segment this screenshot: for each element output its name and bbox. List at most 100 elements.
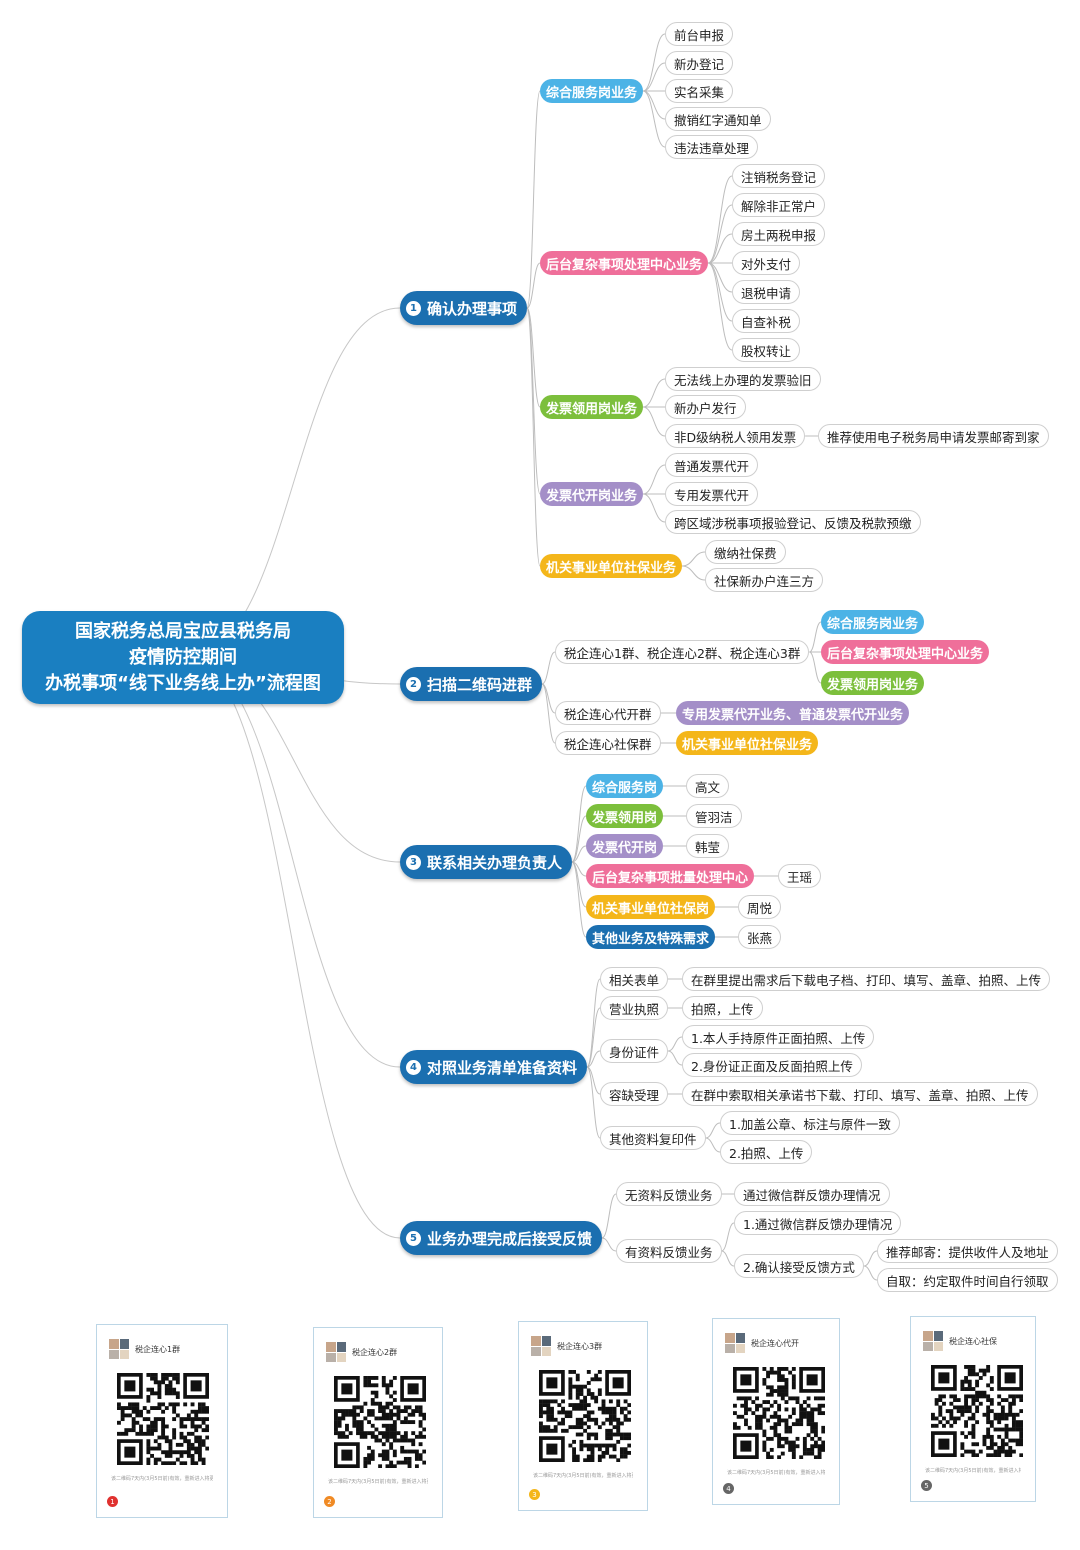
connector-line (541, 683, 556, 744)
step-3-node: 3 联系相关办理负责人 (400, 845, 573, 879)
feedback-item: 2.确认接受反馈方式 (734, 1254, 864, 1278)
person-name: 韩莹 (686, 834, 730, 858)
qr-card-invoice: 税企连心代开 该二维码7天内(3月5日前)有效，重新进入将更新 4 (712, 1318, 840, 1505)
qr-card-title: 税企连心2群 (352, 1347, 398, 1357)
leaf-item: 解除非正常户 (732, 193, 826, 217)
qr-code[interactable] (733, 1367, 825, 1459)
connector-line (642, 62, 666, 92)
root-title-line3: 办税事项“线下业务线上办”流程图 (45, 672, 321, 694)
qr-code[interactable] (931, 1365, 1023, 1457)
material-label: 其他资料复印件 (600, 1126, 706, 1150)
leaf-item-recommend: 推荐使用电子税务局申请发票邮寄到家 (818, 424, 1049, 448)
cat-general-service: 综合服务岗业务 (540, 79, 644, 103)
connector-line (642, 378, 666, 408)
group-social: 税企连心社保群 (555, 731, 661, 755)
group-123: 税企连心1群、税企连心2群、税企连心3群 (555, 640, 810, 664)
leaf-item: 前台申报 (665, 22, 734, 46)
cat-backend-center: 后台复杂事项处理中心业务 (540, 251, 709, 275)
connector-line (642, 33, 666, 92)
step-label: 对照业务清单准备资料 (427, 1058, 578, 1077)
connector-line (667, 1036, 683, 1052)
step-label: 确认办理事项 (427, 299, 518, 318)
connector-line (586, 1050, 601, 1068)
qr-card-title: 税企连心社保 (949, 1336, 997, 1346)
leaf-item: 缴纳社保费 (705, 540, 786, 564)
qr-code[interactable] (334, 1376, 426, 1468)
post-label: 其他业务及特殊需求 (586, 925, 716, 949)
connector-line (642, 464, 666, 495)
material-item: 1.本人手持原件正面拍照、上传 (682, 1025, 875, 1049)
step-label: 联系相关办理负责人 (427, 853, 563, 872)
connector-line (707, 204, 733, 264)
cat-invoice-collect: 发票领用岗业务 (540, 395, 644, 419)
cat-social-security: 机关事业单位社保业务 (540, 554, 683, 578)
leaf-item: 违法违章处理 (665, 135, 759, 159)
post-label: 综合服务岗 (586, 774, 664, 798)
root-title-line1: 国家税务总局宝应县税务局 (75, 620, 291, 642)
step-2-node: 2 扫描二维码进群 (400, 667, 543, 701)
leaf-item: 对外支付 (732, 251, 801, 275)
connector-line (586, 1007, 601, 1068)
qr-code[interactable] (539, 1370, 631, 1462)
group-target: 专用发票代开业务、普通发票代开业务 (676, 701, 910, 725)
feedback-item: 1.通过微信群反馈办理情况 (734, 1211, 902, 1235)
step-1-node: 1 确认办理事项 (400, 291, 528, 325)
connector-line (541, 651, 556, 685)
connector-line (707, 262, 733, 322)
qr-card-header: 税企连心2群 (326, 1342, 397, 1362)
qr-card-group-3: 税企连心3群 该二维码7天内(3月5日前)有效，重新进入将更新 3 (518, 1321, 648, 1511)
leaf-item: 股权转让 (732, 338, 801, 362)
leaf-item: 新办登记 (665, 51, 734, 75)
leaf-item: 普通发票代开 (665, 453, 759, 477)
material-label: 相关表单 (600, 967, 669, 991)
qr-card-header: 税企连心1群 (109, 1339, 180, 1359)
leaf-item: 撤销红字通知单 (665, 107, 771, 131)
group-target: 发票领用岗业务 (821, 671, 925, 695)
material-item: 在群中索取相关承诺书下载、打印、填写、盖章、拍照、上传 (682, 1082, 1038, 1106)
qr-card-title: 税企连心1群 (135, 1344, 181, 1354)
leaf-item: 专用发票代开 (665, 482, 759, 506)
connector-line (681, 565, 706, 581)
person-name: 周悦 (738, 895, 782, 919)
leaf-item: 跨区域涉税事项报验登记、反馈及税款预缴 (665, 510, 921, 534)
qr-code[interactable] (117, 1373, 209, 1465)
qr-card-title: 税企连心代开 (751, 1338, 799, 1348)
connector-line (705, 1137, 721, 1153)
group-avatar (923, 1331, 943, 1351)
connector-line (642, 406, 666, 437)
connector-line (586, 1066, 601, 1139)
feedback-label: 无资料反馈业务 (616, 1182, 722, 1206)
qr-card-social: 税企连心社保 该二维码7天内(3月5日前)有效，重新进入将更新 5 (910, 1316, 1036, 1502)
person-name: 高文 (686, 774, 730, 798)
qr-card-badge: 5 (921, 1480, 932, 1491)
qr-card-badge: 2 (324, 1496, 335, 1507)
connector-line (863, 1250, 878, 1267)
connector-line (526, 90, 541, 309)
material-item: 2.身份证正面及反面拍照上传 (682, 1053, 862, 1077)
post-label: 发票领用岗 (586, 804, 664, 828)
material-label: 身份证件 (600, 1039, 669, 1063)
qr-card-badge: 1 (107, 1496, 118, 1507)
post-label: 发票代开岗 (586, 834, 664, 858)
group-avatar (531, 1336, 551, 1356)
connector-line (571, 785, 587, 863)
connector-line (707, 262, 733, 351)
connector-line (571, 861, 587, 938)
step-number-badge: 1 (406, 300, 421, 316)
qr-card-badge: 4 (723, 1483, 734, 1494)
step-number-badge: 2 (406, 676, 421, 692)
qr-card-header: 税企连心社保 (923, 1331, 997, 1351)
qr-card-note: 该二维码7天内(3月5日前)有效，重新进入将更新 (533, 1473, 633, 1479)
post-label: 后台复杂事项批量处理中心 (586, 864, 755, 888)
material-item: 1.加盖公章、标注与原件一致 (720, 1111, 900, 1135)
connector-line (809, 651, 822, 684)
leaf-item: 注销税务登记 (732, 164, 826, 188)
connector-line (705, 1122, 721, 1139)
material-item: 拍照，上传 (682, 996, 763, 1020)
group-target: 后台复杂事项处理中心业务 (821, 640, 990, 664)
connector-line (526, 307, 541, 567)
connector-line (809, 621, 822, 653)
qr-card-note: 该二维码7天内(3月5日前)有效，重新进入将更新 (727, 1470, 825, 1476)
material-label: 容缺受理 (600, 1082, 669, 1106)
